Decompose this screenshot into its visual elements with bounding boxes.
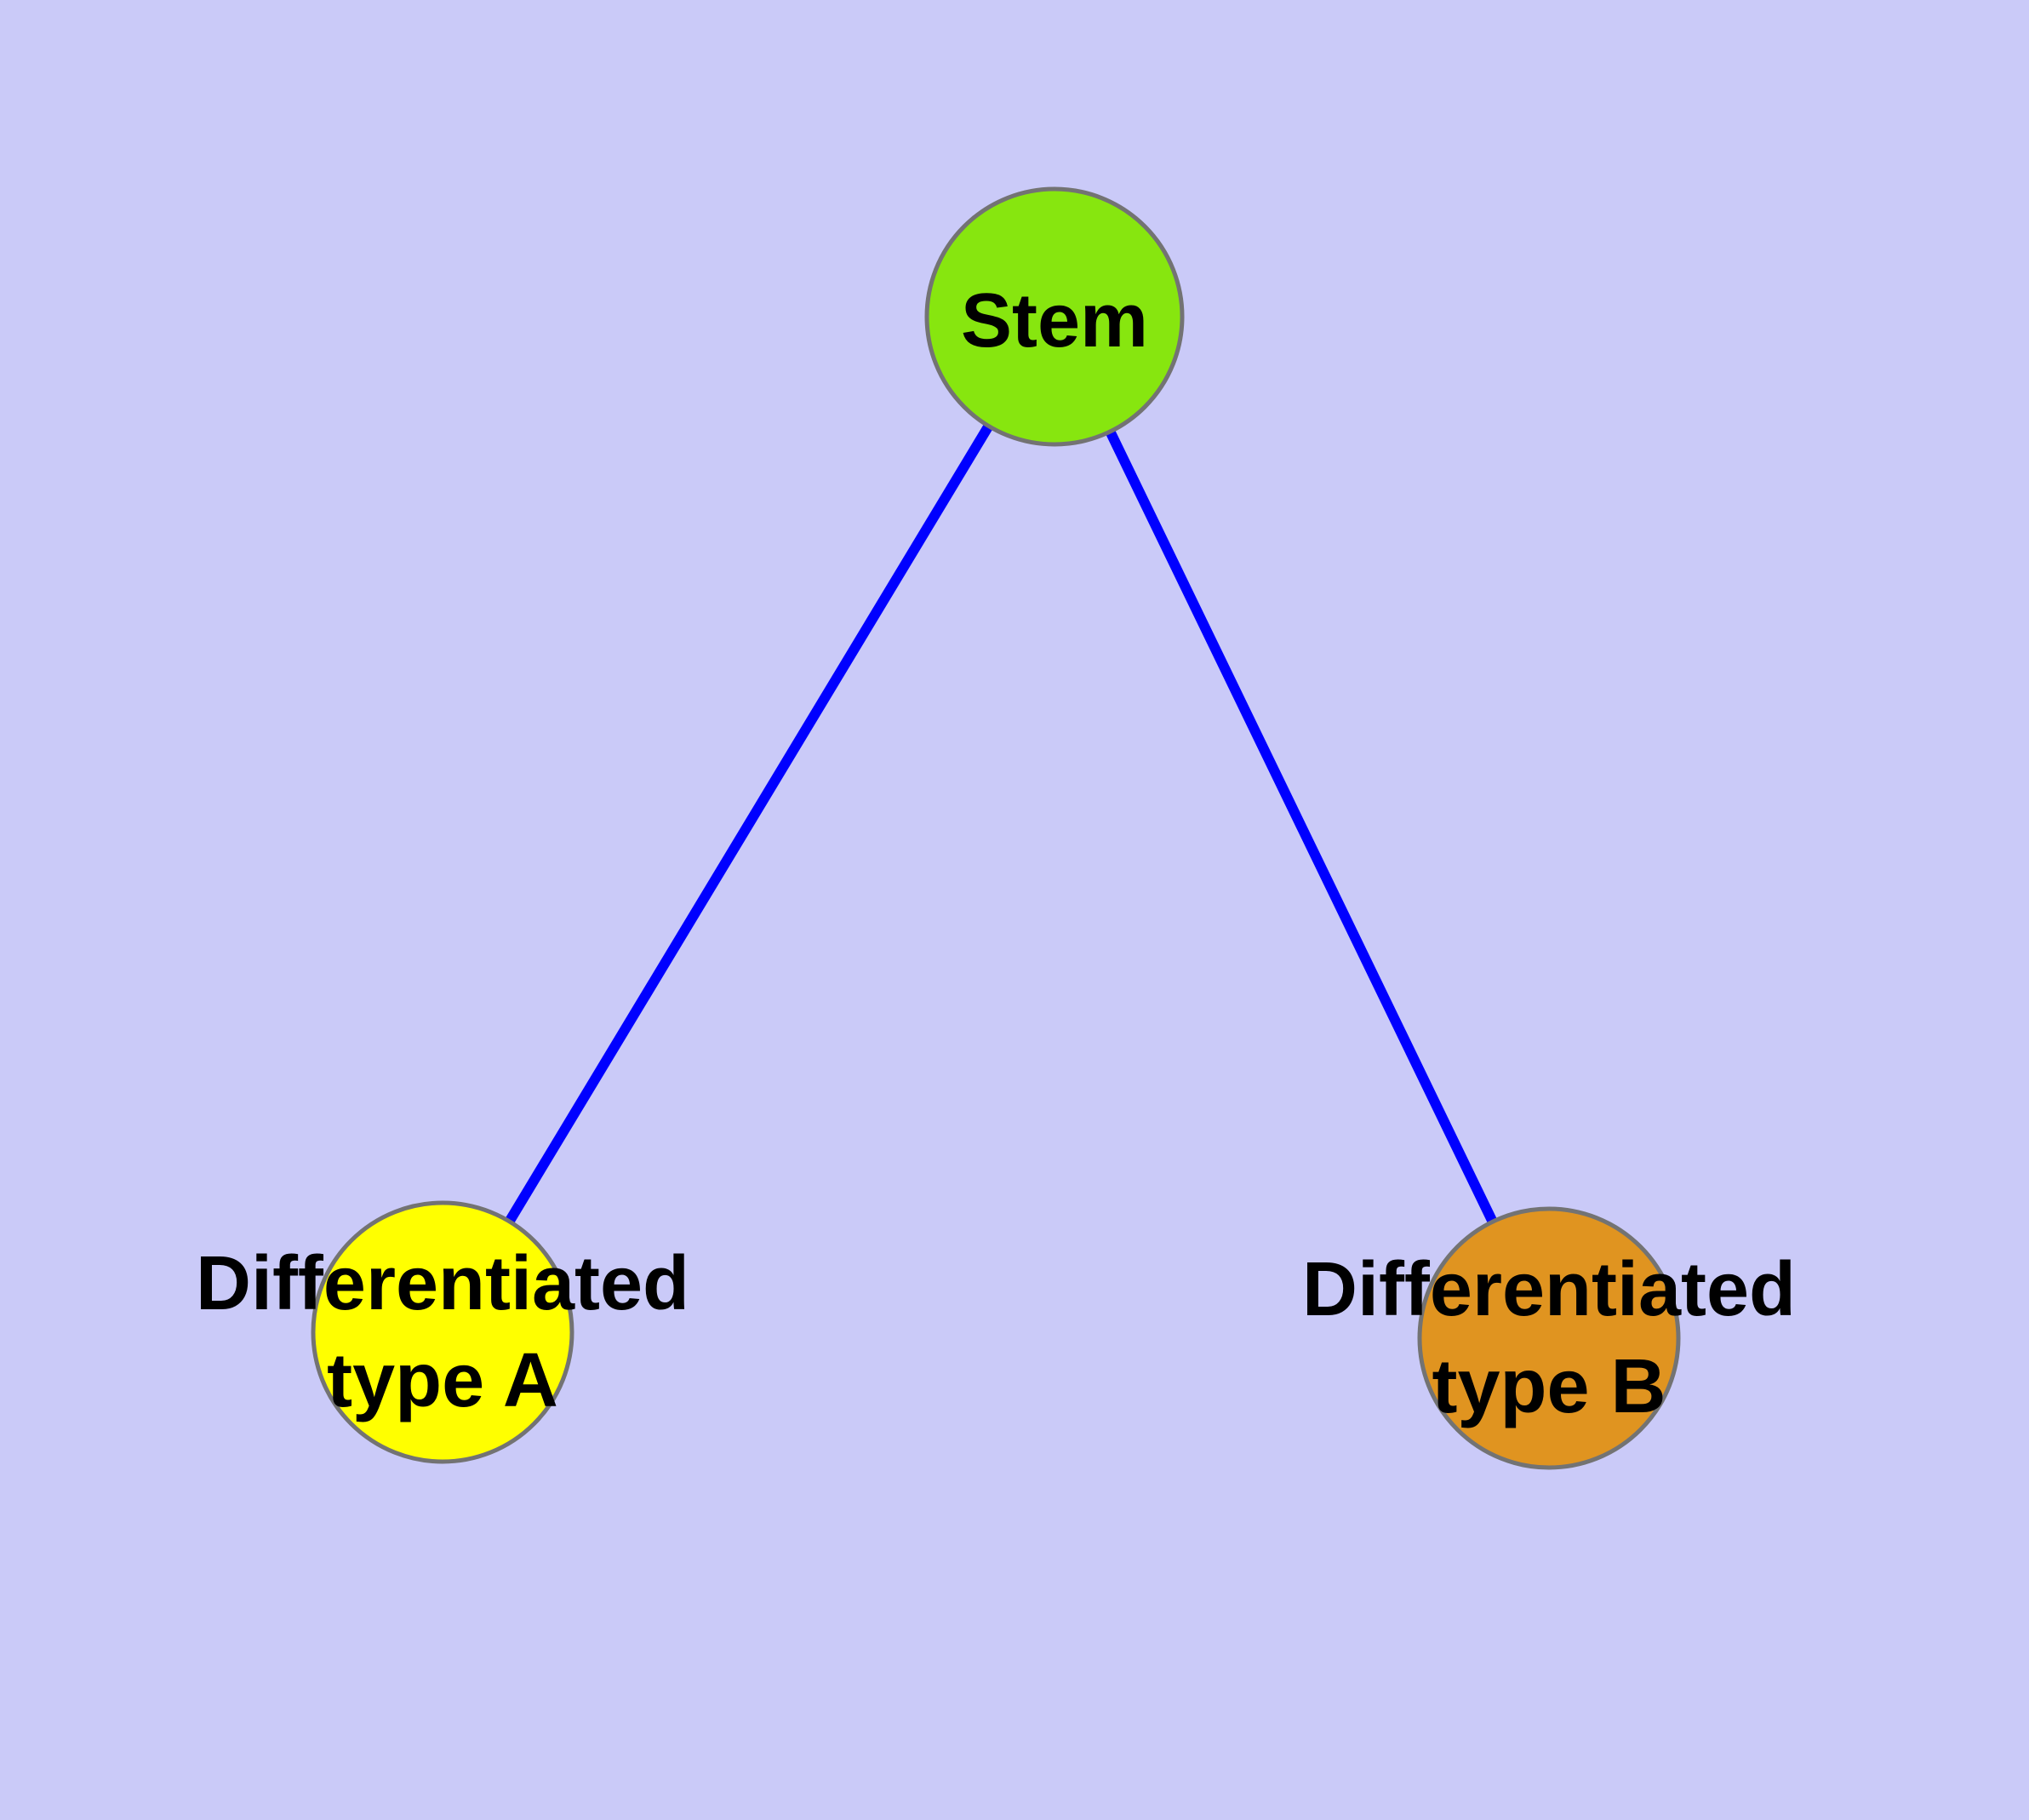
node-stem-label: Stem	[961, 278, 1148, 363]
node-type-a-label-line2: type A	[327, 1338, 558, 1423]
node-type-b-label-line1: Differentiated	[1302, 1247, 1796, 1332]
node-type-b-label-line2: type B	[1432, 1344, 1666, 1429]
edge-stem-to-type-a	[437, 313, 1060, 1336]
node-differentiated-type-a	[311, 1200, 574, 1464]
node-differentiated-type-b	[1417, 1206, 1681, 1470]
edge-stem-to-type-b	[1049, 314, 1554, 1341]
node-stem	[924, 186, 1185, 447]
node-type-a-label-line1: Differentiated	[196, 1241, 689, 1326]
